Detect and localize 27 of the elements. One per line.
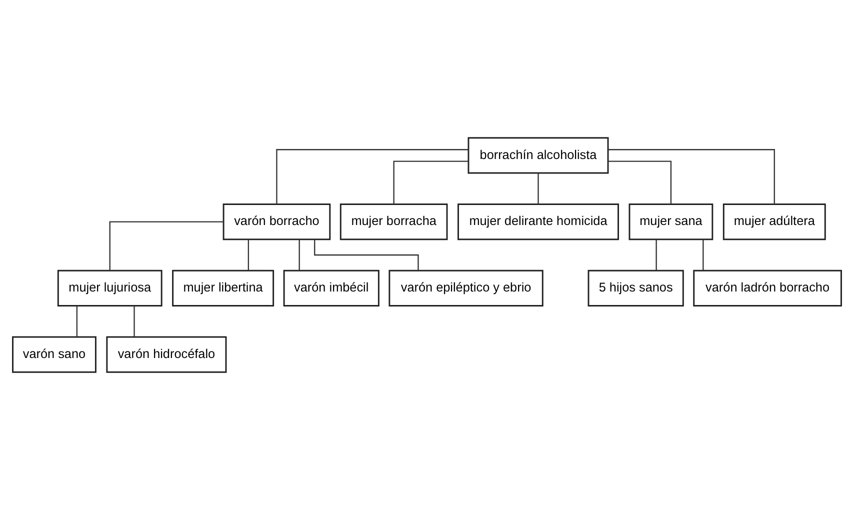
node-box: mujer borracha <box>340 203 448 240</box>
node-box: mujer adúltera <box>722 203 826 240</box>
connector <box>276 148 468 204</box>
node-box: mujer lujuriosa <box>57 269 162 306</box>
node-box: varón borracho <box>222 203 331 240</box>
node-box: mujer libertina <box>172 269 274 306</box>
node-box: varón epiléptico y ebrio <box>388 269 544 306</box>
node-box: mujer sana <box>628 203 714 240</box>
connector <box>608 160 672 204</box>
node-box: varón sano <box>12 336 96 372</box>
connector <box>109 220 224 270</box>
node-box: varón imbécil <box>283 269 380 306</box>
connector <box>393 160 468 204</box>
node-box: mujer delirante homicida <box>458 203 619 240</box>
connector <box>248 239 250 270</box>
connector <box>608 148 775 204</box>
connector <box>702 239 704 270</box>
connector <box>76 305 78 336</box>
node-box: borrachín alcoholista <box>468 136 609 174</box>
node-box: varón ladrón borracho <box>693 269 842 306</box>
connector <box>134 305 135 336</box>
connector <box>314 239 419 270</box>
node-box: varón hidrocéfalo <box>106 336 227 372</box>
connector <box>298 239 300 270</box>
connector <box>656 239 657 270</box>
node-box: 5 hijos sanos <box>588 269 684 306</box>
connector <box>538 172 539 204</box>
